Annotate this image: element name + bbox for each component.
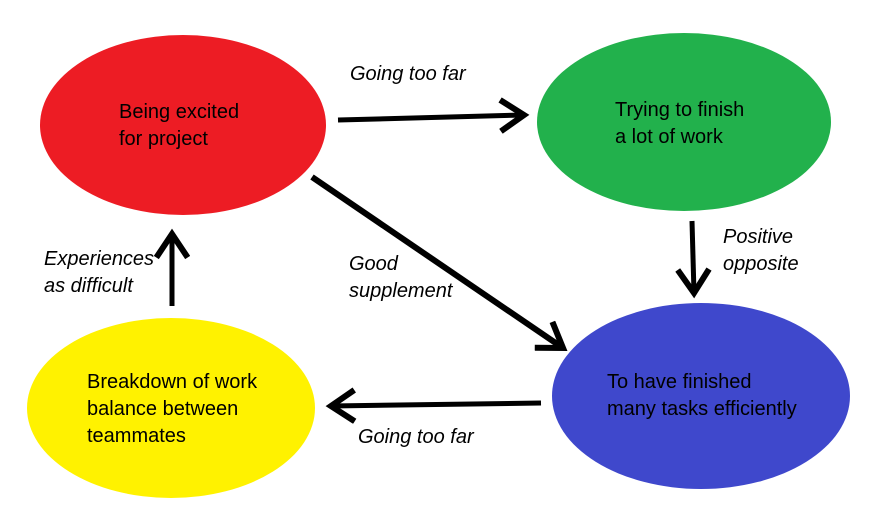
edge-label-positive-opposite: Positive opposite — [723, 224, 799, 278]
edge-label-line: opposite — [723, 253, 799, 275]
arrow-trying-to-finished — [692, 220, 694, 293]
node-text-finished-tasks: To have finished many tasks efficiently — [607, 369, 797, 423]
node-text-line: Being excited — [119, 101, 240, 123]
node-being-excited — [40, 35, 326, 215]
node-text-line: balance between — [87, 398, 239, 420]
arrow-excited-to-trying — [337, 115, 524, 120]
edge-label-good-supplement: Good supplement — [349, 251, 452, 305]
edge-label-line: as difficult — [44, 275, 133, 297]
node-text-work-breakdown: Breakdown of work balance between teamma… — [87, 369, 257, 450]
arrow-finished-to-breakdown — [331, 403, 542, 406]
node-text-line: many tasks efficiently — [607, 398, 797, 420]
node-text-line: for project — [119, 128, 208, 150]
edge-label-experiences-difficult: Experiences as difficult — [44, 246, 154, 300]
node-work-breakdown — [27, 318, 315, 498]
node-text-being-excited: Being excited for project — [119, 99, 239, 153]
edge-label-line: Good — [349, 253, 398, 275]
edge-label-going-too-far-bottom: Going too far — [358, 426, 474, 448]
node-text-line: Breakdown of work — [87, 371, 258, 393]
arrow-excited-to-finished — [310, 174, 563, 348]
edge-label-line: Positive — [723, 226, 794, 248]
edge-label-line: supplement — [349, 280, 453, 302]
node-text-line: teammates — [87, 425, 186, 447]
node-finished-tasks — [552, 303, 850, 489]
node-text-line: Trying to finish — [615, 99, 745, 121]
node-text-line: To have finished — [607, 371, 752, 393]
node-text-line: a lot of work — [615, 126, 723, 148]
edge-label-going-too-far-top: Going too far — [350, 63, 466, 85]
edge-label-line: Experiences — [44, 248, 155, 270]
node-text-trying-to-finish: Trying to finish a lot of work — [615, 97, 744, 151]
node-trying-to-finish — [537, 33, 831, 211]
